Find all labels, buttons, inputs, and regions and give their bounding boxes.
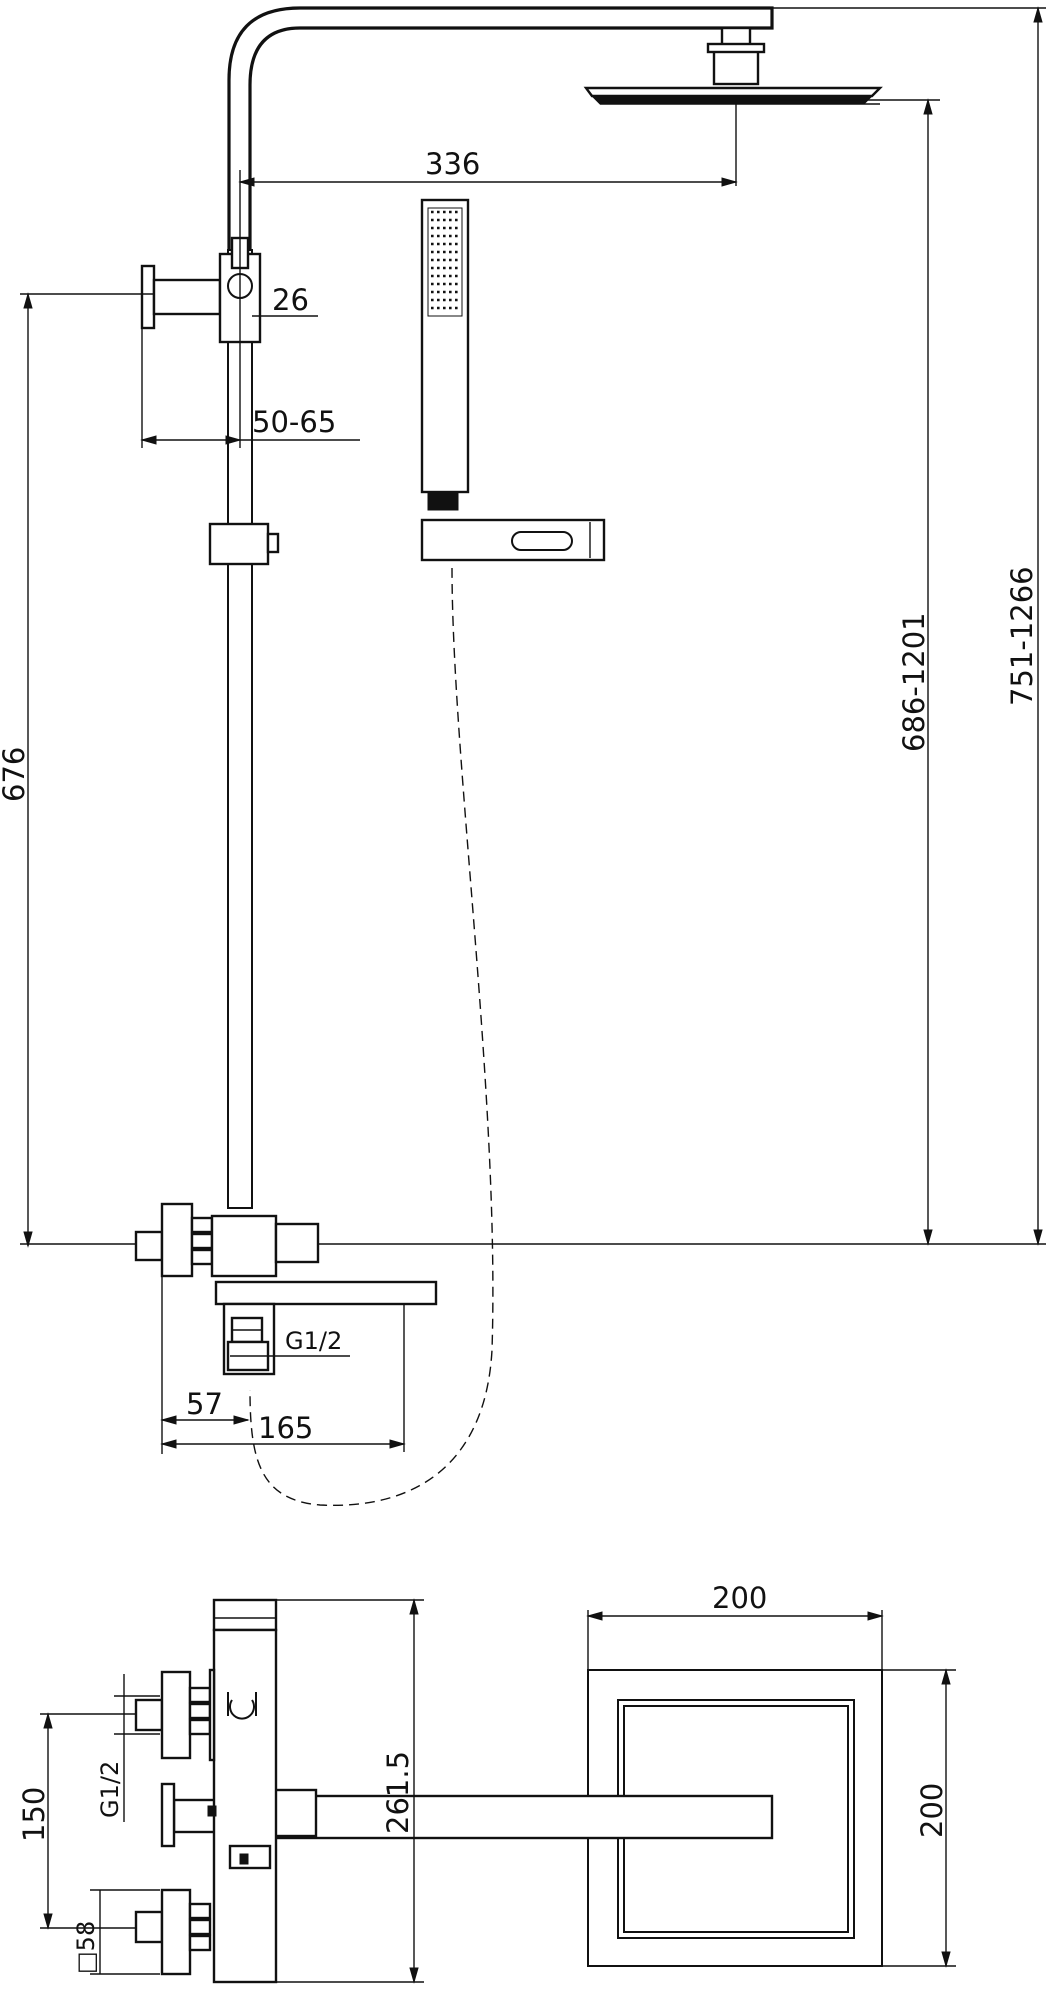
dim-head-width: 200 [586,1581,884,1670]
column-body-top [207,1598,278,1984]
inlet-handle-lower [134,1888,212,1976]
dim-spout-offset-label: 57 [186,1387,223,1421]
dim-total-height-label: 751-1266 [1005,566,1039,706]
dim-body-height-label: 261.5 [381,1751,415,1834]
dim-rail-height: 676 [0,292,154,1248]
dim-inlet-thread-front: G1/2 [230,1327,350,1357]
hand-shower [420,198,470,511]
dim-total-height: 751-1266 [772,6,1046,1246]
rain-shower-head [583,86,883,105]
hose [249,567,494,1507]
dim-head-height-label: 686-1201 [897,612,931,752]
upper-wall-bracket [140,236,262,344]
dim-head-depth: 200 [882,1668,956,1968]
dim-head-reach-label: 336 [425,147,480,181]
shower-arm [227,6,774,250]
dim-inlet-thread-plan: G1/2 [96,1674,160,1822]
dim-rail-height-label: 676 [0,747,31,802]
dim-head-width-label: 200 [712,1581,767,1615]
dim-flange-size-label: □58 [72,1921,100,1974]
dim-wall-distance-label: 50-65 [252,405,336,439]
plan-view: 200 200 [17,1581,956,1984]
slider-holder [208,522,280,566]
dim-pipe-diameter: 26 [252,283,318,317]
inlet-handle-upper [134,1668,216,1762]
dim-spout-length-label: 165 [258,1411,313,1445]
dim-spout-offset: 57 [160,1276,250,1454]
dim-head-height: 686-1201 [780,98,940,1246]
shower-holder [420,518,606,562]
dim-inlet-spacing: 150 [17,1712,136,1930]
dim-head-reach: 336 [238,104,738,187]
dim-inlet-thread-plan-label: G1/2 [96,1761,124,1818]
dim-head-depth-label: 200 [915,1783,949,1838]
dim-inlet-thread-front-label: G1/2 [285,1327,342,1355]
dim-pipe-diameter-label: 26 [272,283,309,317]
dim-body-height: 261.5 [276,1598,424,1984]
front-view: 336 26 50-65 [0,6,1046,1507]
dim-wall-distance: 50-65 [140,170,360,448]
dim-flange-size: □58 [72,1889,160,1975]
dim-spout-length: 165 [160,1304,406,1452]
dim-inlet-spacing-label: 150 [17,1787,51,1842]
